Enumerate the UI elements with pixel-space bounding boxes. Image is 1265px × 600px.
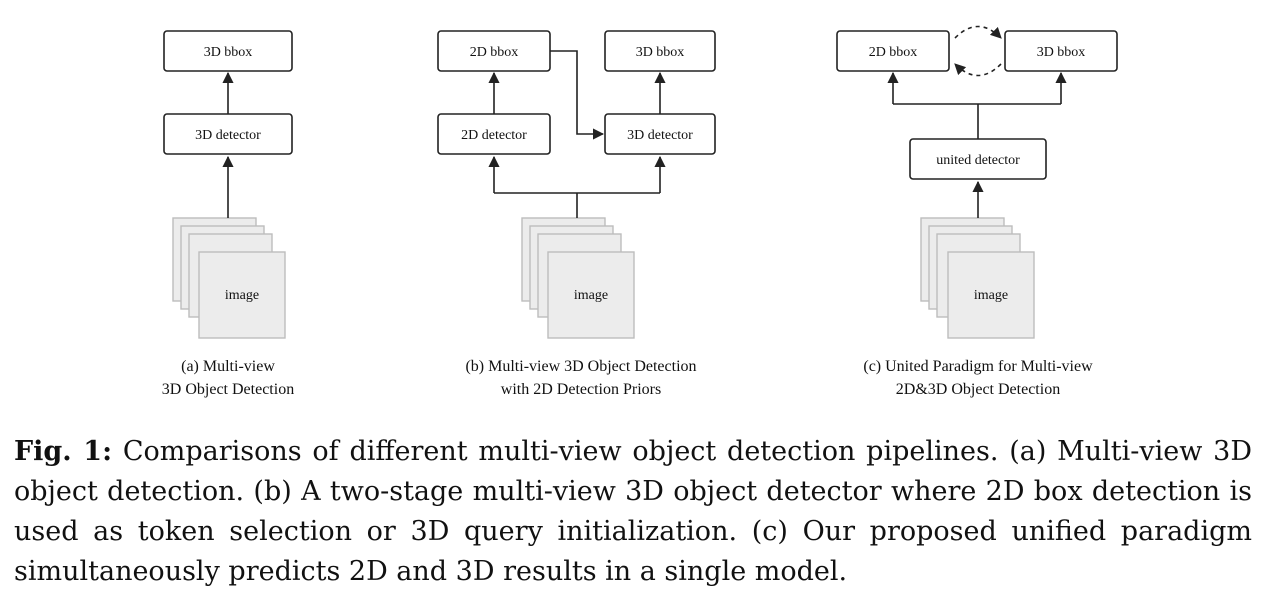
figure-diagram: image 3D detector 3D bbox (a) Multi-view… <box>162 25 1118 398</box>
box-3d-bbox-b-label: 3D bbox <box>636 45 685 60</box>
box-2d-bbox-b-label: 2D bbox <box>470 45 519 60</box>
panel-a: image 3D detector 3D bbox (a) Multi-view… <box>162 30 294 398</box>
dashed-arrow-3d-to-2d-c <box>954 63 1002 77</box>
box-united-detector-c: united detector <box>909 138 1047 180</box>
panel-b-caption-line1: (b) Multi-view 3D Object Detection <box>465 358 696 375</box>
panel-c-caption-line2: 2D&3D Object Detection <box>896 381 1060 398</box>
image-stack-b: image <box>521 217 635 339</box>
figure-caption-text: Comparisons of different multi-view obje… <box>14 436 1252 587</box>
box-2d-bbox-b: 2D bbox <box>437 30 551 72</box>
panel-c: image 2D bbox 3D bbox united detector (c… <box>836 25 1118 398</box>
panel-b: image 2D bbox 3D bbox 2D detector 3D det… <box>437 30 716 398</box>
box-3d-bbox-c: 3D bbox <box>1004 30 1118 72</box>
box-3d-bbox-c-label: 3D bbox <box>1037 45 1086 60</box>
box-2d-detector-b-label: 2D detector <box>461 128 527 143</box>
box-2d-bbox-c-label: 2D bbox <box>869 45 918 60</box>
image-label-b: image <box>574 288 608 303</box>
box-3d-bbox-b: 3D bbox <box>604 30 716 72</box>
arrow-2d-bbox-to-3d-detector-b <box>550 50 605 140</box>
box-3d-detector-a-label: 3D detector <box>195 128 261 143</box>
box-3d-detector-a: 3D detector <box>163 113 293 155</box>
box-3d-detector-b-label: 3D detector <box>627 128 693 143</box>
box-3d-bbox-a-label: 3D bbox <box>204 45 253 60</box>
image-label-a: image <box>225 288 259 303</box>
image-label-c: image <box>974 288 1008 303</box>
box-2d-bbox-c: 2D bbox <box>836 30 950 72</box>
panel-b-caption-line2: with 2D Detection Priors <box>501 381 661 398</box>
panel-c-caption-line1: (c) United Paradigm for Multi-view <box>863 358 1093 375</box>
panel-a-caption-line1: (a) Multi-view <box>181 358 275 375</box>
dashed-arrow-2d-to-3d-c <box>954 25 1002 39</box>
box-3d-detector-b: 3D detector <box>604 113 716 155</box>
figure-caption-label: Fig. 1: <box>14 436 113 467</box>
box-united-detector-c-label: united detector <box>936 153 1020 168</box>
box-3d-bbox-a: 3D bbox <box>163 30 293 72</box>
image-stack-c: image <box>920 217 1035 339</box>
panel-a-caption-line2: 3D Object Detection <box>162 381 294 398</box>
figure-caption: Fig. 1: Comparisons of different multi-v… <box>14 432 1252 592</box>
box-2d-detector-b: 2D detector <box>437 113 551 155</box>
image-stack-a: image <box>172 217 286 339</box>
